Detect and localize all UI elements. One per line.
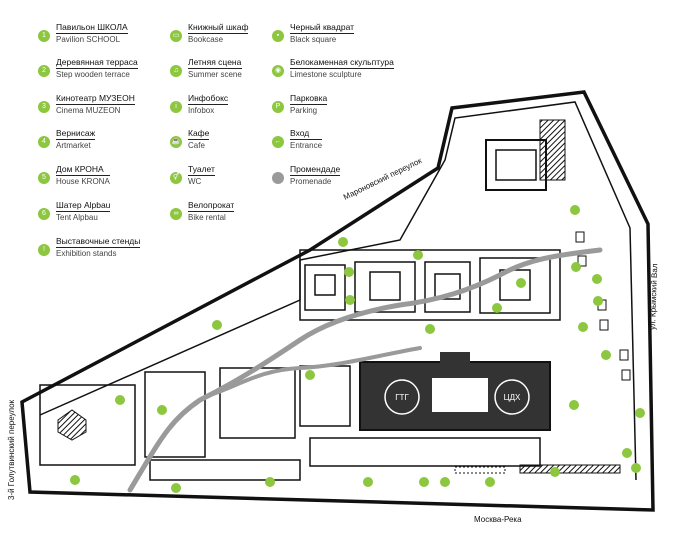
legend-icon: 3 xyxy=(38,101,50,113)
legend-label-en: Summer scene xyxy=(188,70,242,79)
legend-label-en: WC xyxy=(188,177,202,186)
street-river: Москва-Река xyxy=(474,515,522,524)
legend-icon: 1 xyxy=(38,30,50,42)
legend-icon: 4 xyxy=(38,136,50,148)
legend-icon: ▪ xyxy=(272,30,284,42)
legend-label-en: Exhibition stands xyxy=(56,249,117,258)
legend-label-en: Artmarket xyxy=(56,141,91,150)
street-maronovsky: Мароновский переулок xyxy=(342,156,424,202)
legend-label-ru: Промендаде xyxy=(290,164,341,176)
legend-icon: 6 xyxy=(38,208,50,220)
legend-label-ru: Вход xyxy=(290,128,323,140)
legend-label-ru: Парковка xyxy=(290,93,328,105)
bottom-strip xyxy=(519,464,621,474)
legend-icon: ⚥ xyxy=(170,172,182,184)
legend-icon: ← xyxy=(272,136,284,148)
promenade-branch xyxy=(208,346,422,397)
legend-icon: P xyxy=(272,101,284,113)
legend-label-en: Bike rental xyxy=(188,213,226,222)
legend-icon xyxy=(272,172,284,184)
legend-label-en: Cafe xyxy=(188,141,205,150)
legend-label-ru: Черный квадрат xyxy=(290,22,355,34)
legend-icon: ▭ xyxy=(170,30,182,42)
legend-icon: 2 xyxy=(38,65,50,77)
legend-label-en: Pavilion SCHOOL xyxy=(56,35,121,44)
legend-label-ru: Велопрокат xyxy=(188,200,235,212)
cdh-label: ЦДХ xyxy=(504,393,521,402)
legend-label-en: Step wooden terrace xyxy=(56,70,130,79)
ggt-label: ГТГ xyxy=(395,393,409,402)
street-krymsky: ул. Крымский Вал xyxy=(648,263,659,330)
legend-icon: ◉ xyxy=(272,65,284,77)
legend-label-en: Infobox xyxy=(188,106,215,115)
legend-label-ru: Выставочные стенды xyxy=(56,236,141,248)
legend-label-ru: Шатер Alpbau xyxy=(56,200,111,212)
legend-label-en: Cinema MUZEON xyxy=(56,106,121,115)
legend-label-ru: Павильон ШКОЛА xyxy=(56,22,128,34)
legend-label-en: Limestone sculpture xyxy=(290,70,362,79)
street-golutvinsky: 3-й Голутвинский переулок xyxy=(7,399,16,500)
legend-label-en: House KRONA xyxy=(56,177,110,186)
legend-label-ru: Книжный шкаф xyxy=(188,22,249,34)
legend-label-ru: Белокаменная скульптура xyxy=(290,57,394,69)
dotted-strip xyxy=(454,466,506,474)
legend-icon: ♫ xyxy=(170,65,182,77)
legend-label-ru: Дом КРОНА xyxy=(56,164,110,176)
promenade-path xyxy=(127,247,603,493)
legend-label-en: Promenade xyxy=(290,177,332,186)
legend-label-ru: Кафе xyxy=(188,128,210,140)
legend-icon: 5 xyxy=(38,172,50,184)
building-north xyxy=(485,119,566,191)
legend-label-ru: Кинотеатр МУЗЕОН xyxy=(56,93,135,105)
park-boundary xyxy=(20,90,655,512)
legend-label-ru: Вернисаж xyxy=(56,128,96,140)
legend-label-ru: Инфобокс xyxy=(188,93,229,105)
map-markers[interactable] xyxy=(70,205,645,493)
legend-label-ru: Туалет xyxy=(188,164,215,176)
legend-label-en: Black square xyxy=(290,35,337,44)
legend-label-en: Bookcase xyxy=(188,35,224,44)
legend-icon: ∞ xyxy=(170,208,182,220)
legend-label-en: Entrance xyxy=(290,141,323,150)
dark-building xyxy=(57,409,87,441)
legend-icon: i xyxy=(170,101,182,113)
legend-icon: ! xyxy=(38,244,50,256)
museum-building: ГТГ ЦДХ xyxy=(359,352,551,431)
legend-label-en: Parking xyxy=(290,106,318,115)
legend-label-en: Tent Alpbau xyxy=(56,213,98,222)
legend-label-ru: Летняя сцена xyxy=(188,57,242,69)
legend-label-ru: Деревянная терраса xyxy=(56,57,138,69)
legend-icon: ☕ xyxy=(170,136,182,148)
